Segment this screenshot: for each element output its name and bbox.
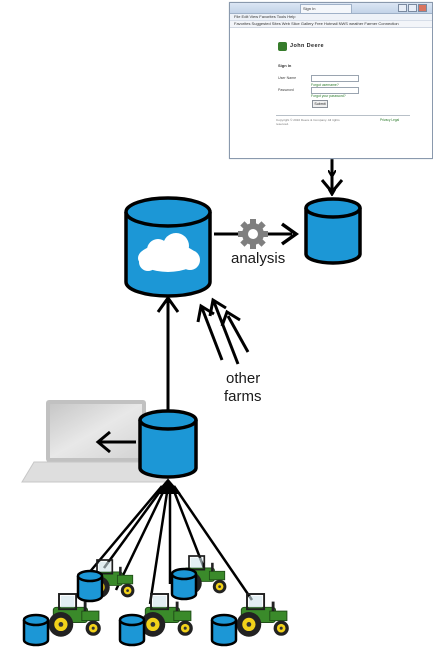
browser-favorites-bar[interactable]: Favorites Suggested Sites Web Slice Gall… [230, 21, 432, 28]
submit-button[interactable]: Submit [312, 100, 328, 108]
browser-titlebar: Sign In [230, 3, 432, 14]
brand-name: John Deere [290, 43, 324, 49]
other-farms-arrows [196, 297, 250, 365]
analysis-label: analysis [231, 250, 286, 267]
laptop-icon [21, 400, 171, 483]
tractor-database-icon [118, 613, 146, 647]
cloud-icon [138, 233, 200, 272]
password-label: Password [278, 88, 294, 92]
analysis-database-icon [304, 197, 362, 265]
tractor-icon [235, 593, 290, 638]
minimize-icon[interactable] [398, 4, 407, 12]
browser-tab[interactable]: Sign In [300, 4, 352, 13]
brand-logo: John Deere [278, 41, 324, 51]
gear-icon [238, 219, 268, 249]
forgot-username-link[interactable]: Forgot username? [311, 83, 339, 87]
copyright-text: Copyright © 2010 Deere & Company. All ri… [276, 118, 340, 126]
farm-database-icon [138, 409, 198, 479]
tractor-database-icon [22, 613, 50, 647]
signin-heading: Sign In [278, 63, 292, 68]
maximize-icon[interactable] [408, 4, 417, 12]
password-field[interactable] [311, 87, 359, 94]
tractor-database-icon [170, 567, 198, 601]
forgot-password-link[interactable]: Forgot your password? [311, 94, 346, 98]
other-farms-label-line2: farms [224, 388, 262, 405]
footer-divider [276, 115, 410, 116]
tractor-database-icon [210, 613, 238, 647]
username-field[interactable] [311, 75, 359, 82]
browser-window: Sign In File Edit View Favorites Tools H… [229, 2, 433, 159]
deer-logo-icon [278, 41, 287, 51]
tractor-uplinks [87, 485, 254, 605]
cloud-database-icon [124, 196, 212, 298]
tractor-icon [139, 593, 194, 638]
browser-menubar[interactable]: File Edit View Favorites Tools Help [230, 14, 432, 21]
footer-links[interactable]: Privacy Legal [380, 118, 400, 122]
close-icon[interactable] [418, 4, 427, 12]
other-farms-label-line1: other [226, 370, 261, 387]
tractor-database-icon [76, 569, 104, 603]
username-label: User Name [278, 76, 297, 80]
